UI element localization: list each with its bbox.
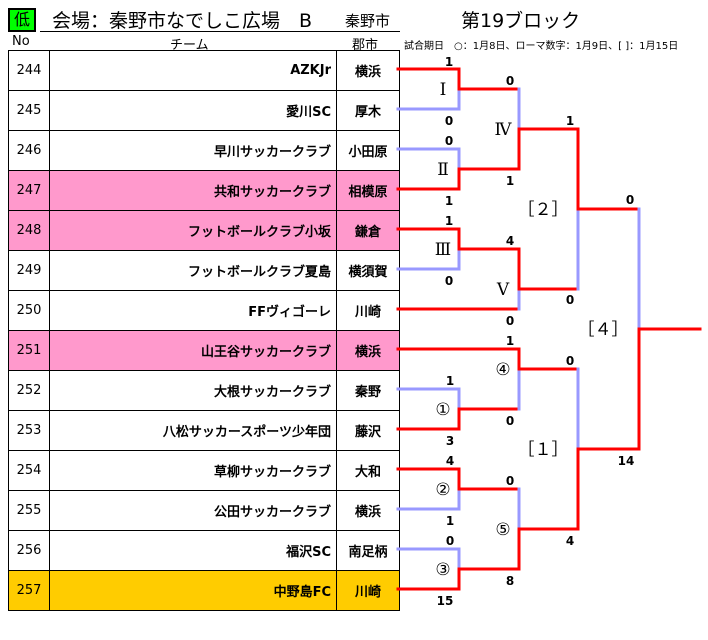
score: 1 <box>566 114 574 128</box>
match-label: Ⅴ <box>496 280 510 300</box>
score: 15 <box>437 594 454 608</box>
team-name: 中野島FC <box>49 570 337 611</box>
team-name: 大根サッカークラブ <box>49 370 337 411</box>
col-city: 郡市 <box>352 38 379 53</box>
score: 0 <box>626 193 634 207</box>
divider <box>40 31 400 32</box>
team-city: 秦野 <box>336 370 400 411</box>
team-city: 藤沢 <box>336 410 400 451</box>
match-label: ② <box>435 480 450 500</box>
team-name: 山王谷サッカークラブ <box>49 330 337 371</box>
score: 1 <box>445 55 453 69</box>
match-label: ［４］ <box>578 320 629 340</box>
score: 0 <box>506 314 514 328</box>
score: 8 <box>506 574 514 588</box>
team-city: 相模原 <box>336 170 400 211</box>
team-no: 252 <box>8 370 50 411</box>
match-label: Ⅳ <box>495 120 513 140</box>
score: 0 <box>566 293 574 307</box>
match-label: ③ <box>435 560 450 580</box>
match-label: Ⅰ <box>440 80 447 100</box>
match-label: ［２］ <box>518 200 569 220</box>
team-city: 小田原 <box>336 130 400 171</box>
match-label: Ⅲ <box>435 240 451 260</box>
score: 4 <box>446 454 454 468</box>
team-city: 横浜 <box>336 50 400 91</box>
score: 0 <box>566 354 574 368</box>
score: 1 <box>446 514 454 528</box>
venue-title: 会場：秦野市なでしこ広場 B <box>52 10 313 32</box>
match-label: ④ <box>495 360 510 380</box>
team-name: 公田サッカークラブ <box>49 490 337 531</box>
team-no: 257 <box>8 570 50 611</box>
col-no: No <box>12 34 30 49</box>
team-city: 横浜 <box>336 330 400 371</box>
team-no: 253 <box>8 410 50 451</box>
team-name: 福沢SC <box>49 530 337 571</box>
score: 1 <box>445 214 453 228</box>
score: 1 <box>445 194 453 208</box>
score: 0 <box>445 114 453 128</box>
team-name: AZKJr <box>49 50 337 91</box>
score: 14 <box>618 454 635 468</box>
score: 3 <box>446 434 454 448</box>
team-city: 川崎 <box>336 570 400 611</box>
team-no: 245 <box>8 90 50 131</box>
score: 1 <box>446 374 454 388</box>
team-city: 川崎 <box>336 290 400 331</box>
score: 0 <box>445 134 453 148</box>
match-label: ① <box>435 400 450 420</box>
team-city: 大和 <box>336 450 400 491</box>
col-team: チーム <box>170 38 209 53</box>
score: 0 <box>446 534 454 548</box>
team-city: 横浜 <box>336 490 400 531</box>
team-no: 246 <box>8 130 50 171</box>
match-label: ［１］ <box>518 440 569 460</box>
block-title: 第19ブロック <box>461 10 581 32</box>
host-city: 秦野市 <box>345 12 391 30</box>
match-label: ⑤ <box>495 520 510 540</box>
score: 0 <box>445 274 453 288</box>
team-no: 248 <box>8 210 50 251</box>
score: 1 <box>506 334 514 348</box>
team-city: 横須賀 <box>336 250 400 291</box>
score: 0 <box>506 414 514 428</box>
team-name: FFヴィゴーレ <box>49 290 337 331</box>
schedule-note: 試合期日 ○：1月8日、ローマ数字：1月9日、[ ]：1月15日 <box>404 41 679 52</box>
team-name: フットボールクラブ小坂 <box>49 210 337 251</box>
team-no: 251 <box>8 330 50 371</box>
match-label: Ⅱ <box>437 160 449 180</box>
score: 4 <box>506 234 514 248</box>
team-name: 草柳サッカークラブ <box>49 450 337 491</box>
score: 0 <box>506 474 514 488</box>
score: 0 <box>506 74 514 88</box>
team-name: 愛川SC <box>49 90 337 131</box>
team-name: 八松サッカースポーツ少年団 <box>49 410 337 451</box>
score: 1 <box>506 174 514 188</box>
score: 4 <box>566 534 574 548</box>
level-badge: 低 <box>8 8 36 32</box>
team-no: 249 <box>8 250 50 291</box>
